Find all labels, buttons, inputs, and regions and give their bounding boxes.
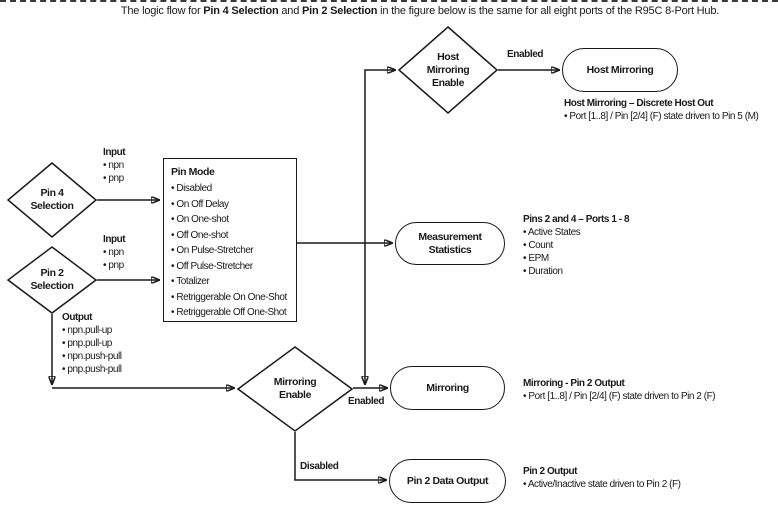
annotation-item: • pnp.push-pull [62, 364, 122, 375]
node-mirroring: Mirroring [390, 366, 505, 410]
annotation-pin4-input: Input • npn • pnp [103, 146, 126, 185]
caption-text: and [278, 5, 302, 17]
node-host-mirroring: Host Mirroring [562, 48, 678, 92]
node-pin2-selection: Pin 2 Selection [7, 246, 97, 314]
node-host-mirroring-enable: Host Mirroring Enable [398, 26, 498, 114]
caption-text: The logic flow for [120, 5, 204, 17]
pin-mode-item: • Retriggerable Off One-Shot [171, 307, 287, 318]
node-label: Host Mirroring Enable [426, 50, 470, 89]
diamond-shape [398, 26, 498, 114]
node-label: Host Mirroring [586, 63, 654, 76]
top-divider [0, 0, 778, 2]
node-measurement-statistics: Measurement Statistics [395, 222, 505, 265]
caption-bold-pin4: Pin 4 Selection [203, 5, 279, 17]
annotation-item: • Active States [523, 227, 581, 238]
annotation-item: • Port [1..8] / Pin [2/4] (F) state driv… [523, 391, 716, 402]
annotation-item: • npn [103, 160, 124, 171]
annotation-item: • npn [103, 247, 124, 258]
caption-bold-pin2: Pin 2 Selection [302, 5, 378, 17]
node-pin2-data-output: Pin 2 Data Output [389, 459, 506, 503]
caption-text: in the figure below is the same for all … [377, 5, 720, 17]
edge-label-enabled-mid: Enabled [348, 396, 385, 407]
annotation-item: • Count [523, 240, 553, 251]
annotation-pin2-output-note: Pin 2 Output • Active/Inactive state dri… [523, 465, 681, 491]
pin-mode-item: • Off Pulse-Stretcher [171, 260, 253, 272]
annotation-title: Input [103, 234, 126, 245]
pin-mode-item: • Retriggerable On One-Shot [171, 291, 287, 303]
annotation-host-mirroring-note: Host Mirroring – Discrete Host Out • Por… [564, 97, 759, 123]
annotation-item: • pnp [103, 260, 124, 271]
annotation-item: • Port [1..8] / Pin [2/4] (F) state driv… [564, 111, 759, 122]
pin-mode-item: • On Pulse-Stretcher [171, 245, 254, 256]
edge-trunk-to-hostmirroring-enable [364, 70, 394, 243]
edge-disabled-to-pin2dataoutput [294, 432, 385, 480]
node-label: Pin 2 Data Output [406, 474, 489, 487]
node-label: Mirroring [426, 381, 469, 394]
figure-caption: The logic flow for Pin 4 Selection and P… [70, 5, 770, 17]
edge-label-enabled-top: Enabled [507, 49, 544, 60]
annotation-item: • Active/Inactive state driven to Pin 2 … [523, 479, 681, 490]
pin-mode-item: • On Off Delay [171, 198, 229, 210]
annotation-pin2-input: Input • npn • pnp [103, 233, 126, 272]
node-label: Measurement Statistics [418, 230, 482, 256]
annotation-pins-2-4-note: Pins 2 and 4 – Ports 1 - 8 • Active Stat… [523, 213, 630, 278]
node-pin4-selection: Pin 4 Selection [7, 162, 97, 238]
annotation-title: Mirroring - Pin 2 Output [523, 378, 625, 389]
node-pin-mode: Pin Mode • Disabled • On Off Delay • On … [163, 158, 297, 322]
diamond-shape [7, 246, 97, 314]
annotation-item: • Duration [523, 266, 563, 277]
pin-mode-item: • Disabled [171, 183, 212, 194]
pin-mode-title: Pin Mode [171, 166, 215, 178]
annotation-item: • EPM [523, 253, 549, 264]
annotation-item: • pnp [103, 173, 124, 184]
node-label: Mirroring Enable [273, 376, 317, 401]
annotation-title: Pins 2 and 4 – Ports 1 - 8 [523, 214, 630, 225]
annotation-item: • npn.push-pull [62, 351, 122, 362]
pin-mode-item: • Totalizer [171, 276, 210, 287]
annotation-title: Pin 2 Output [523, 466, 578, 477]
diamond-shape [7, 162, 97, 238]
node-label: Pin 2 Selection [30, 267, 74, 292]
pin-mode-item: • On One-shot [171, 214, 229, 225]
annotation-item: • pnp.pull-up [62, 338, 112, 349]
annotation-title: Input [103, 147, 126, 158]
annotation-title: Host Mirroring – Discrete Host Out [564, 98, 714, 109]
edge-label-disabled: Disabled [300, 461, 339, 472]
node-label: Pin 4 Selection [30, 187, 74, 212]
annotation-pin2-output-modes: Output • npn.pull-up • pnp.pull-up • npn… [62, 311, 122, 376]
node-mirroring-enable: Mirroring Enable [237, 346, 353, 432]
annotation-item: • npn.pull-up [62, 325, 112, 336]
annotation-mirroring-note: Mirroring - Pin 2 Output • Port [1..8] /… [523, 377, 716, 403]
diamond-shape [237, 346, 353, 432]
annotation-title: Output [62, 312, 93, 323]
pin-mode-item: • Off One-shot [171, 229, 229, 241]
